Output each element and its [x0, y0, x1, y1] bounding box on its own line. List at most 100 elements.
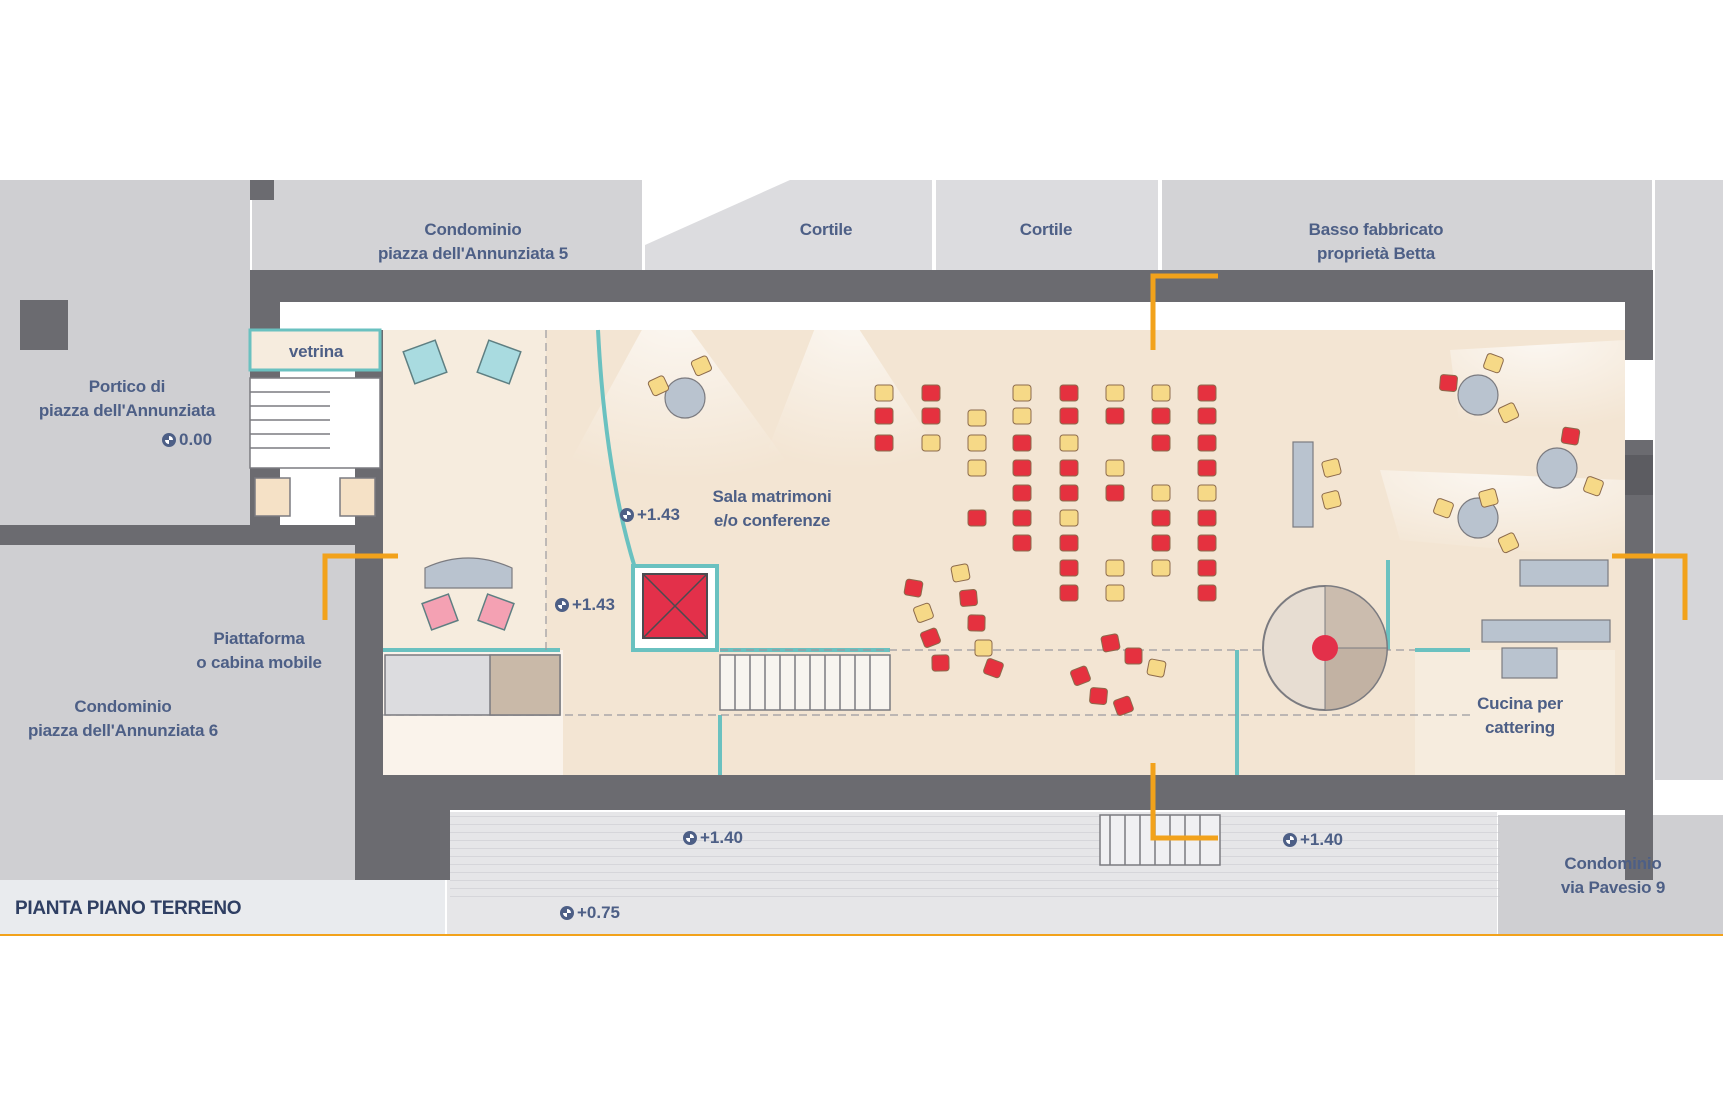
label-line: Cortile: [1019, 220, 1073, 239]
label-line: vetrina: [288, 342, 344, 361]
label-cucina: Cucina per cattering: [1477, 692, 1563, 740]
chair: [1105, 384, 1125, 402]
cortile-1-area: [645, 180, 932, 298]
label-condominio-6: Condominio piazza dell'Annunziata 6: [28, 695, 218, 743]
elevation-value: +1.40: [1300, 830, 1344, 849]
chair: [1012, 509, 1032, 527]
chair: [1012, 534, 1032, 552]
label-cortile-1: Cortile: [799, 218, 853, 242]
label-line: via Pavesio 9: [1560, 878, 1666, 897]
elevation-sala-upper: +1.43: [620, 505, 680, 525]
portico-area: [0, 180, 250, 525]
label-line: cattering: [1484, 718, 1555, 737]
label-cortile-2: Cortile: [1019, 218, 1073, 242]
section-marks: [322, 273, 1688, 841]
chair: [921, 384, 941, 402]
chair: [1151, 559, 1171, 577]
elevation-marker-icon: [162, 433, 176, 447]
chair: [1197, 434, 1217, 452]
chair: [1105, 559, 1125, 577]
chair: [967, 614, 986, 632]
chair: [1197, 559, 1217, 577]
chair: [1070, 665, 1091, 686]
elevation-value: +1.40: [700, 828, 744, 847]
chair: [1197, 407, 1217, 425]
elevation-marker-icon: [560, 906, 574, 920]
chair: [1321, 490, 1342, 510]
chair: [1105, 407, 1125, 425]
label-line: Cucina per: [1477, 694, 1563, 713]
bottom-left-area: [0, 880, 445, 935]
chair: [1012, 407, 1032, 425]
label-basso-fabbricato: Basso fabbricato proprietà Betta: [1309, 218, 1444, 266]
chair: [1059, 534, 1079, 552]
chair: [967, 459, 987, 477]
elevation-value: +1.43: [637, 505, 681, 524]
label-sala: Sala matrimoni e/o conferenze: [712, 485, 831, 533]
armchairs: [402, 339, 522, 631]
label-line: Cortile: [799, 220, 853, 239]
chair: [1151, 534, 1171, 552]
tables: [424, 374, 1611, 679]
chair: [967, 409, 987, 427]
chair: [1197, 384, 1217, 402]
label-portico: Portico di piazza dell'Annunziata: [39, 375, 215, 423]
chair: [983, 658, 1004, 679]
chair: [967, 434, 987, 452]
chair: [647, 375, 670, 397]
spiral-staircase: [1262, 585, 1388, 711]
label-line: Sala matrimoni: [712, 487, 832, 506]
elevation-value: +1.43: [572, 595, 616, 614]
chair: [1012, 384, 1032, 402]
elevation-entrance-left: +1.40: [683, 828, 743, 848]
chair: [1151, 484, 1171, 502]
chair: [974, 639, 993, 657]
label-line: proprietà Betta: [1317, 244, 1435, 263]
chair: [1124, 647, 1143, 665]
chair: [1105, 484, 1125, 502]
chair: [1151, 407, 1171, 425]
elevation-marker-icon: [683, 831, 697, 845]
label-condominio-pavesio: Condominio via Pavesio 9: [1561, 852, 1665, 900]
chair: [931, 654, 950, 672]
chair: [1197, 459, 1217, 477]
pillars: [428, 455, 1653, 810]
chair: [1100, 633, 1121, 653]
chair: [1151, 384, 1171, 402]
chair: [1059, 559, 1079, 577]
chair: [1197, 484, 1217, 502]
chair: [1197, 534, 1217, 552]
chair: [1321, 458, 1342, 478]
lift: [631, 564, 719, 652]
chair: [1089, 687, 1108, 706]
label-line: Condominio: [424, 220, 522, 239]
label-line: piazza dell'Annunziata: [38, 401, 216, 420]
chair: [1497, 532, 1520, 554]
label-line: Portico di: [88, 377, 166, 396]
chair: [1197, 509, 1217, 527]
chair: [874, 434, 894, 452]
chair: [1439, 374, 1458, 393]
chair: [1146, 658, 1167, 678]
chair: [1197, 584, 1217, 602]
chair: [959, 588, 978, 607]
condominio-6-area: [0, 545, 355, 880]
chair: [1151, 434, 1171, 452]
label-line: Condominio: [74, 697, 172, 716]
chair: [874, 384, 894, 402]
label-line: piazza dell'Annunziata 6: [27, 721, 219, 740]
elevation-value: +0.75: [577, 903, 621, 922]
plan-title: PIANTA PIANO TERRENO: [15, 898, 242, 919]
elevation-marker-icon: [620, 508, 634, 522]
chairs: [647, 353, 1604, 716]
chair: [874, 407, 894, 425]
label-line: Piattaforma: [213, 629, 305, 648]
chair: [1560, 426, 1581, 446]
chair: [920, 627, 941, 648]
chair: [1059, 434, 1079, 452]
stairs: [249, 377, 1221, 866]
label-line: e/o conferenze: [713, 511, 831, 530]
elevation-portico: 0.00: [162, 430, 212, 450]
chair: [1583, 476, 1604, 497]
